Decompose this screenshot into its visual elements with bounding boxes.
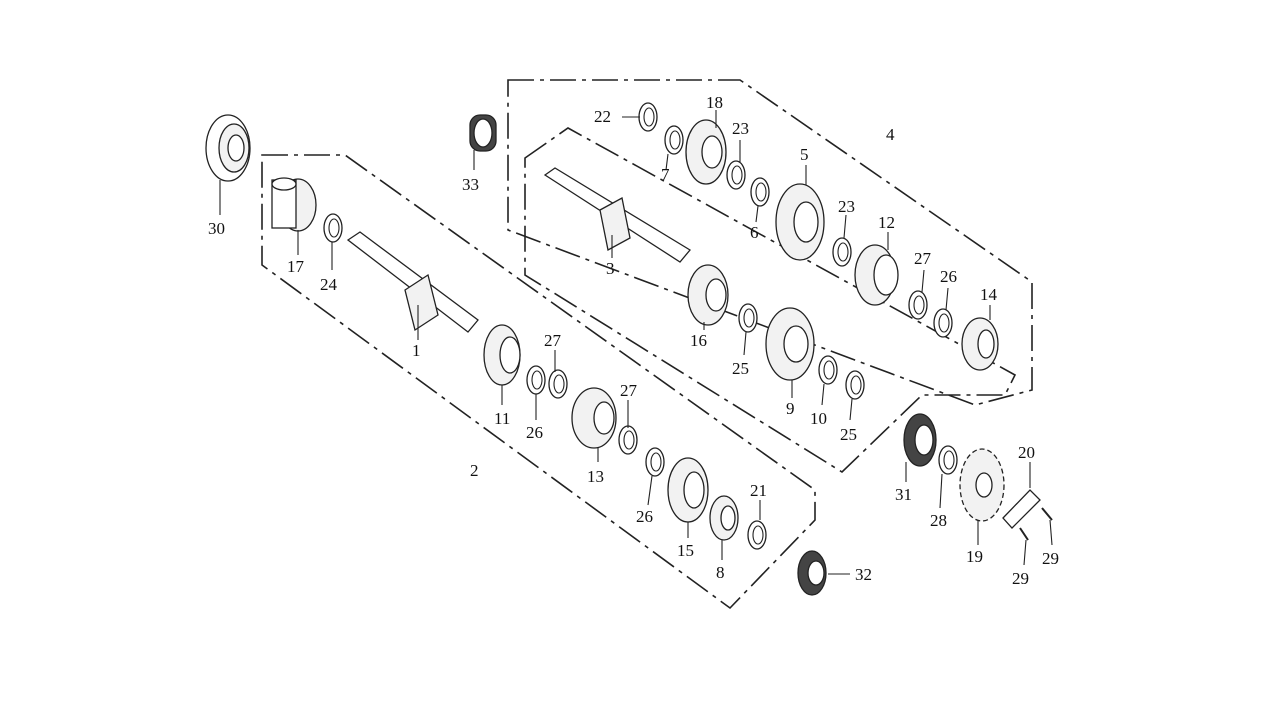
gear-13 <box>571 387 617 449</box>
washer-26-middle <box>645 447 665 477</box>
label-17: 17 <box>287 257 305 276</box>
label-9: 9 <box>786 399 795 418</box>
gear-16 <box>687 264 729 326</box>
countershaft-assembly-outline <box>261 154 816 610</box>
sprocket-19 <box>959 448 1005 522</box>
label-7: 7 <box>661 165 670 184</box>
label-21: 21 <box>750 481 767 500</box>
washer-23-top <box>726 160 746 190</box>
bushing-6 <box>750 177 770 207</box>
washer-21 <box>747 520 767 550</box>
gear-8 <box>709 495 739 541</box>
gear-14 <box>961 317 999 371</box>
label-3: 3 <box>606 259 615 278</box>
label-23-right: 23 <box>838 197 855 216</box>
label-26-middle: 26 <box>636 507 653 526</box>
mainshaft-assembly-outline <box>507 79 1033 406</box>
label-15: 15 <box>677 541 694 560</box>
bushing-7 <box>664 125 684 155</box>
bushing-10 <box>818 355 838 385</box>
plate-20 <box>1002 489 1041 529</box>
label-29-lower: 29 <box>1012 569 1029 588</box>
washer-23-right <box>832 237 852 267</box>
bearing-30 <box>205 114 251 182</box>
gear-12 <box>854 244 899 306</box>
label-28: 28 <box>930 511 947 530</box>
washer-24 <box>323 213 343 243</box>
label-27-right: 27 <box>914 249 932 268</box>
label-20: 20 <box>1018 443 1035 462</box>
label-30: 30 <box>208 219 225 238</box>
bolt-29-lower <box>1019 527 1029 541</box>
label-13: 13 <box>587 467 604 486</box>
label-33: 33 <box>462 175 479 194</box>
gear-17 <box>271 177 317 232</box>
bearing-31 <box>903 413 937 467</box>
washer-26-right <box>933 308 953 338</box>
collar-28 <box>938 445 958 475</box>
label-31: 31 <box>895 485 912 504</box>
label-22: 22 <box>594 107 611 126</box>
clip-27-middle <box>618 425 638 455</box>
gear-5 <box>775 183 825 261</box>
label-19: 19 <box>966 547 983 566</box>
gear-11 <box>483 324 521 386</box>
label-6: 6 <box>750 223 759 242</box>
label-5: 5 <box>800 145 809 164</box>
clip-27-right <box>908 290 928 320</box>
gear-18 <box>685 119 727 185</box>
label-25-right: 25 <box>840 425 857 444</box>
washer-25-left <box>738 303 758 333</box>
gear-15 <box>667 457 709 523</box>
clip-27-left <box>548 369 568 399</box>
label-8: 8 <box>716 563 725 582</box>
label-29-upper: 29 <box>1042 549 1059 568</box>
label-12: 12 <box>878 213 895 232</box>
needle-bearing-33 <box>469 114 497 152</box>
label-26-right: 26 <box>940 267 957 286</box>
label-1: 1 <box>412 341 421 360</box>
label-26-left: 26 <box>526 423 543 442</box>
bearing-32 <box>797 550 827 596</box>
washer-22 <box>638 102 658 132</box>
mainshaft-inner-outline <box>524 127 1017 474</box>
label-14: 14 <box>980 285 998 304</box>
label-27-left: 27 <box>544 331 562 350</box>
countershaft-1 <box>346 231 479 333</box>
bolt-29-upper <box>1041 507 1053 521</box>
label-11: 11 <box>494 409 510 428</box>
gear-9 <box>765 307 815 381</box>
washer-25-right <box>845 370 865 400</box>
mainshaft-3 <box>543 167 691 263</box>
washer-26-left <box>526 365 546 395</box>
label-24: 24 <box>320 275 338 294</box>
label-32: 32 <box>855 565 872 584</box>
label-18: 18 <box>706 93 723 112</box>
label-25-left: 25 <box>732 359 749 378</box>
label-4: 4 <box>886 125 895 144</box>
label-2: 2 <box>470 461 479 480</box>
label-10: 10 <box>810 409 827 428</box>
label-16: 16 <box>690 331 707 350</box>
label-27-middle: 27 <box>620 381 638 400</box>
label-23-top: 23 <box>732 119 749 138</box>
